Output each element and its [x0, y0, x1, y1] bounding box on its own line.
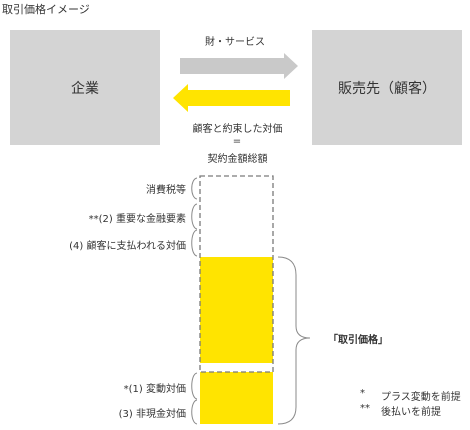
- variable-noncash-bar: [200, 372, 273, 424]
- note-text-1: プラス変動を前提: [381, 392, 461, 403]
- component-label-financing: **(2) 重要な金融要素: [88, 214, 186, 225]
- consideration-arrow-left-icon: [173, 84, 290, 112]
- company-box: 企業: [10, 30, 160, 145]
- customer-label: 販売先（顧客）: [338, 80, 436, 97]
- note-text-2: 後払いを前提: [381, 407, 441, 418]
- component-label-noncash: (3) 非現金対価: [118, 409, 186, 420]
- contract-total-dashed-outline: [199, 175, 274, 373]
- note-mark-2: **: [360, 403, 370, 414]
- diagram-title: 取引価格イメージ: [2, 3, 90, 16]
- equals-label: =: [232, 136, 242, 147]
- transaction-price-brace: [277, 256, 311, 425]
- customer-box: 販売先（顧客）: [312, 30, 462, 145]
- component-label-variable: *(1) 変動対価: [123, 384, 186, 395]
- component-label-consideration-payable: (4) 顧客に支払われる対価: [69, 241, 186, 252]
- component-label-consumption-tax: 消費税等: [146, 185, 186, 196]
- bracket-variable: [191, 372, 198, 400]
- note-mark-1: *: [360, 388, 365, 399]
- consideration-label: 顧客と約束した対価: [192, 124, 283, 135]
- transaction-price-bar: [200, 257, 273, 363]
- bracket-financing: [191, 203, 198, 230]
- contract-amount-label: 契約金額総額: [207, 154, 268, 165]
- bracket-consumption-tax: [191, 177, 198, 200]
- bracket-consideration-payable: [191, 229, 198, 257]
- goods-services-label: 財・サービス: [205, 37, 265, 48]
- company-label: 企業: [71, 80, 99, 97]
- goods-arrow-right-icon: [180, 53, 298, 79]
- bracket-noncash: [191, 399, 198, 425]
- transaction-price-label: 「取引価格」: [328, 335, 388, 346]
